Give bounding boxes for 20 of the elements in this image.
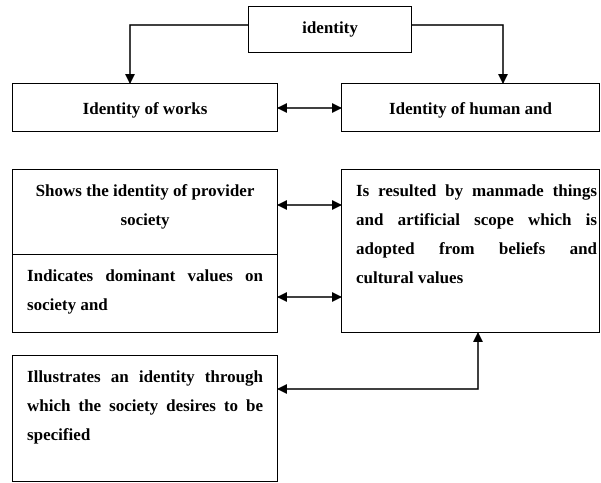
arrow <box>277 332 483 394</box>
arrow <box>277 200 342 210</box>
arrow <box>277 292 342 302</box>
arrow <box>277 103 342 113</box>
text-box <box>341 169 600 333</box>
text-box <box>341 83 600 132</box>
box-text: identity <box>302 18 358 37</box>
box-text: Identity of human and <box>389 99 552 118</box>
text-box <box>12 83 278 132</box>
box-text: Illustrates an identity through which the society desires to be specified <box>27 367 263 444</box>
text-box <box>12 355 278 482</box>
box-text: Indicates dominant values on society and <box>27 266 263 314</box>
text-box <box>12 254 278 333</box>
box-text: Identity of works <box>82 99 208 118</box>
box-text: Shows the identity of provider society <box>36 181 254 229</box>
text-box <box>248 6 412 53</box>
arrow <box>125 24 248 84</box>
box-text: Is resulted by manmade things and artificial scope which is adopted from beliefs and cultural values <box>356 181 597 287</box>
text-box <box>12 169 278 255</box>
arrow <box>412 24 508 84</box>
